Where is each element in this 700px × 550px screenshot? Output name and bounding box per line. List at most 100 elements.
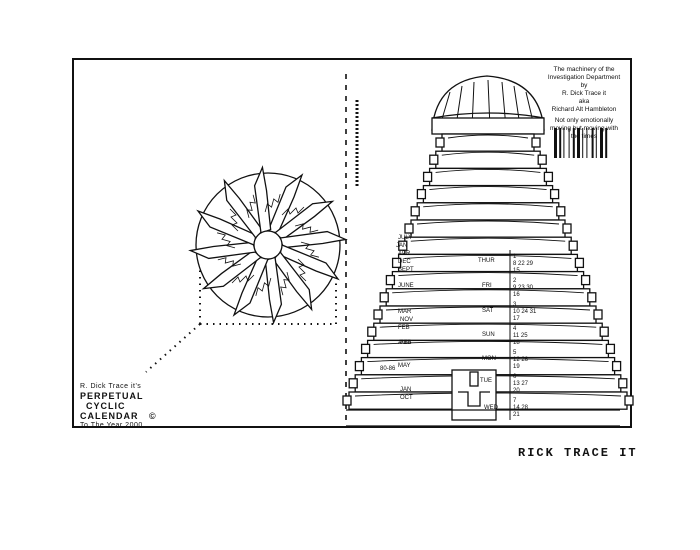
date-number: 4 (513, 326, 517, 332)
artwork-frame (72, 58, 632, 428)
date-number: 21 (513, 412, 520, 418)
tier-bolt (385, 274, 396, 286)
title-word: PERPETUAL (80, 391, 144, 401)
caption-line: moving but moving with (550, 125, 618, 132)
tier-bolt (587, 292, 597, 303)
tier-bolt (556, 206, 566, 217)
title-word: CYCLIC (86, 401, 126, 411)
author-line: R. Dick Trace it's (80, 383, 142, 390)
date-number: 3 (513, 302, 517, 308)
tier-bolt (599, 326, 609, 337)
caption-line: Richard Alt Hambleton (551, 106, 617, 113)
tier-bolt (549, 188, 560, 200)
tier-bolt (391, 257, 402, 269)
month-label: MAY (398, 363, 411, 369)
caption-line: R. Dick Trace it (561, 90, 607, 97)
caption-line: Not only emotionally (554, 117, 614, 124)
subtitle-line: To The Year 2000 (80, 422, 143, 429)
gear-petal (253, 165, 272, 234)
title-word: CALENDAR (80, 411, 139, 421)
caption-block: The machinery of the Investigation Depar… (540, 66, 628, 141)
date-number: 15 (513, 268, 520, 274)
caption-line: aka (578, 98, 590, 105)
date-number: 18 (513, 340, 520, 346)
tier-bolt (342, 395, 352, 406)
date-number: 19 (513, 364, 520, 370)
weekday-label: FRI (482, 283, 492, 289)
weekday-label: THUR (478, 258, 495, 264)
month-label: JAN (396, 243, 408, 249)
copyright-mark: © (149, 411, 157, 421)
tier-bolt (416, 188, 427, 200)
tier-bolt (410, 206, 420, 217)
caption-line: Investigation Department (547, 74, 621, 81)
tier-bolt (543, 171, 554, 183)
date-number: 16 (513, 292, 520, 298)
date-number: 1 (513, 254, 517, 260)
date-number: 12 26 (513, 357, 529, 363)
date-number: 13 27 (513, 381, 529, 387)
tier-bolt (574, 257, 585, 269)
date-number: 14 28 (513, 405, 529, 411)
tier-bolt (618, 378, 628, 389)
tier-bolt (367, 326, 377, 337)
month-label: FEB (400, 340, 412, 346)
date-number: 11 25 (513, 333, 528, 339)
tier-bolt (379, 292, 389, 303)
date-number: 6 (513, 374, 517, 380)
month-label: OCT (400, 395, 413, 401)
tier-bolt (373, 309, 383, 320)
date-number: 5 (513, 350, 517, 356)
date-number: 2 (513, 278, 517, 284)
caption-line: The machinery of the (553, 66, 615, 73)
month-label: JUNE (398, 283, 414, 289)
tier-bolt (404, 223, 414, 234)
tier-bolt (624, 395, 634, 406)
month-label: JULY (398, 235, 413, 241)
date-number: 9 23 30 (513, 285, 534, 291)
month-label: MAR (398, 309, 412, 315)
tier-bolt (422, 171, 433, 183)
date-number: 7 (513, 398, 517, 404)
caption-line: by (580, 82, 588, 89)
caption-line: the times (570, 133, 598, 140)
month-label: SEPT (398, 267, 414, 273)
weekday-label: SUN (482, 332, 495, 338)
date-number: 20 (513, 388, 520, 394)
tier-bolt (398, 240, 408, 251)
tier-bolt (435, 137, 445, 148)
gear-sculpture (188, 165, 348, 325)
tier-bolt (611, 360, 622, 372)
weekday-label: SAT (482, 308, 494, 314)
tier-bolt (348, 378, 358, 389)
years-label: 80-86 (380, 366, 396, 372)
tier-bolt (537, 154, 547, 165)
month-label: FEB (398, 325, 410, 331)
tier-bolt (605, 343, 616, 355)
month-label: JAN (400, 387, 412, 393)
tier-bolt (568, 240, 578, 251)
tier-bolt (429, 154, 439, 165)
month-label: NOV (400, 317, 414, 323)
weekday-label: TUE (480, 378, 492, 384)
tier-bolt (593, 309, 603, 320)
date-number: 10 24 31 (513, 309, 537, 315)
signature: RICK TRACE IT (518, 446, 638, 460)
month-label: APR (398, 251, 411, 257)
tier-bolt (354, 360, 365, 372)
title-block: R. Dick Trace it's PERPETUAL CYCLIC CALE… (80, 382, 180, 430)
date-number: 8 22 29 (513, 261, 534, 267)
tier-bolt (562, 223, 572, 234)
month-label: AUG (398, 340, 412, 346)
weekday-label: MON (482, 356, 496, 362)
tier-bolt (531, 137, 541, 148)
month-label: DEC (398, 259, 411, 265)
tier-bolt (360, 343, 371, 355)
tier-bolt (580, 274, 591, 286)
date-number: 17 (513, 316, 520, 322)
weekday-label: WED (484, 405, 498, 411)
tower (342, 75, 634, 427)
dotted-cube-lines (145, 270, 337, 373)
barcode-graphic (554, 128, 608, 158)
